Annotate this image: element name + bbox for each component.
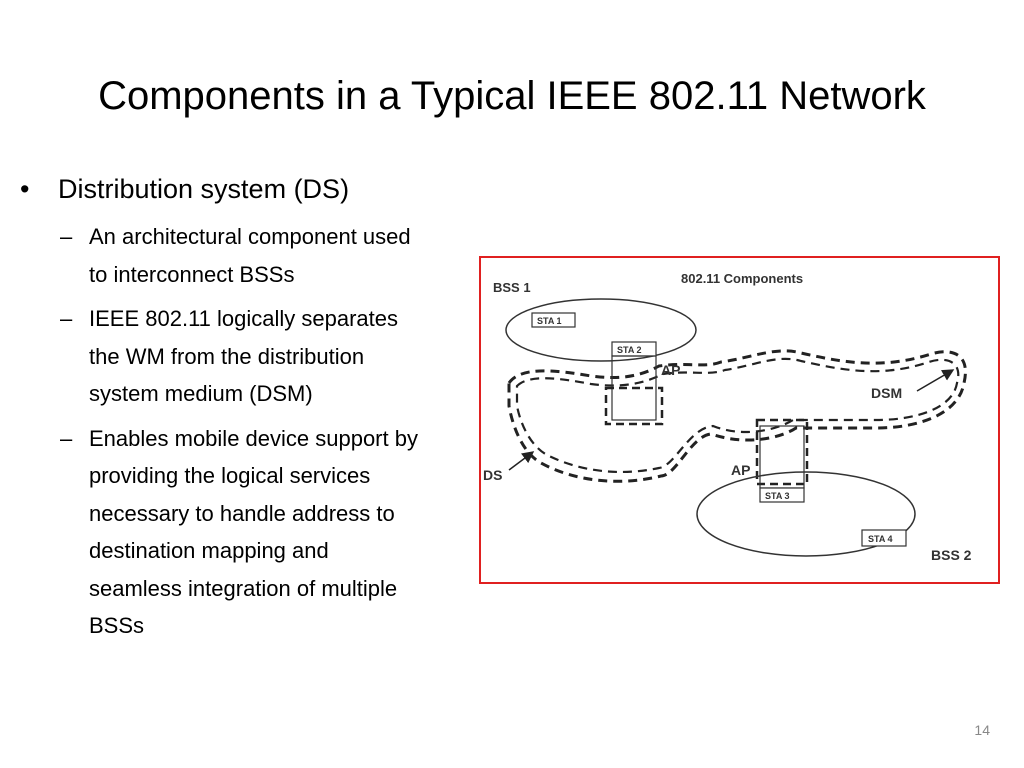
sub-bullet-item: – An architectural component used to int… — [20, 218, 420, 293]
dash-marker: – — [60, 224, 73, 249]
sub-bullet-text: An architectural component used to inter… — [89, 224, 411, 287]
dash-marker: – — [60, 306, 73, 331]
sub-bullet-text: IEEE 802.11 logically separates the WM f… — [89, 306, 398, 406]
sta2-label: STA 2 — [617, 345, 642, 355]
slide-title: Components in a Typical IEEE 802.11 Netw… — [98, 74, 926, 118]
sta1-label: STA 1 — [537, 316, 562, 326]
dsm-loop — [507, 349, 967, 483]
bullet-marker: • — [20, 174, 30, 204]
sub-bullet-item: – Enables mobile device support by provi… — [20, 420, 420, 645]
sta3-box — [759, 487, 805, 503]
bullet-text: Distribution system (DS) — [58, 174, 350, 204]
bss1-ellipse — [505, 298, 697, 362]
bullet-item: • Distribution system (DS) — [20, 170, 420, 208]
ap-lower-label: AP — [731, 462, 750, 478]
bss2-ellipse — [696, 471, 916, 557]
diagram-title: 802.11 Components — [681, 271, 803, 286]
bss2-label: BSS 2 — [931, 547, 972, 563]
sub-bullet-item: – IEEE 802.11 logically separates the WM… — [20, 300, 420, 413]
dsm-label: DSM — [871, 385, 902, 401]
sta4-box — [861, 529, 907, 547]
dsm-loop-inner — [515, 357, 960, 474]
bss1-label: BSS 1 — [493, 280, 531, 295]
ds-arrow — [508, 451, 535, 471]
sta1-box — [531, 312, 576, 328]
ds-label: DS — [483, 467, 502, 483]
dsm-arrow — [916, 369, 955, 392]
network-diagram: 802.11 Components BSS 1 STA 1 STA 2 AP S… — [479, 256, 1000, 584]
sub-bullet-list: – An architectural component used to int… — [20, 218, 420, 645]
bullet-list: • Distribution system (DS) – An architec… — [20, 170, 420, 652]
ap-upper-label: AP — [661, 362, 680, 378]
sta4-label: STA 4 — [868, 534, 893, 544]
sub-bullet-text: Enables mobile device support by providi… — [89, 425, 418, 639]
dash-marker: – — [60, 425, 73, 451]
ap-lower-dashed — [755, 418, 809, 486]
diagram-canvas: 802.11 Components BSS 1 STA 1 STA 2 AP S… — [483, 271, 972, 563]
sta3-label: STA 3 — [765, 491, 790, 501]
ap-upper-dashed — [604, 386, 664, 426]
page-number: 14 — [974, 722, 990, 738]
